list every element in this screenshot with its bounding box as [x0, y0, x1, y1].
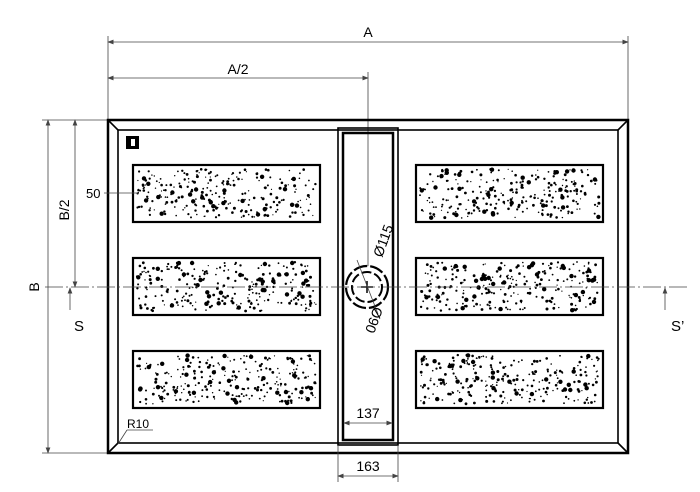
channel-inner-dimension: 137 — [343, 405, 393, 426]
drain-channel — [337, 127, 399, 446]
section-line: S S’ — [45, 286, 690, 335]
anti-slip-pad — [414, 256, 605, 317]
anti-slip-pad — [131, 163, 322, 224]
dimension-a-half: A/2 — [107, 61, 369, 290]
corner-radius-label: R10 — [127, 417, 149, 431]
anti-slip-pad — [414, 163, 605, 224]
dimension-a-half-label: A/2 — [227, 61, 248, 77]
drain: Ø115 Ø90 — [344, 222, 396, 336]
drain-inner-diameter: Ø90 — [362, 305, 386, 336]
section-label-right: S’ — [671, 318, 684, 335]
dimension-b-half: B/2 — [56, 119, 78, 288]
dimension-b-half-label: B/2 — [56, 199, 72, 220]
channel-inner-width-label: 137 — [356, 405, 380, 421]
pad-offset-dimension: 50 — [86, 186, 138, 201]
anti-slip-pad — [131, 256, 322, 317]
dimension-a-label: A — [363, 24, 373, 40]
channel-outer-width-label: 163 — [356, 458, 380, 474]
corner-radius-callout: R10 — [117, 417, 153, 445]
pad-offset-label: 50 — [86, 186, 100, 201]
tray-outline — [106, 118, 630, 455]
channel-outer-dimension: 163 — [337, 445, 399, 482]
anti-slip-pad — [131, 349, 322, 410]
dimension-b: B — [26, 119, 108, 454]
section-label-left: S — [74, 318, 84, 335]
dimension-b-label: B — [26, 282, 42, 291]
anti-slip-pads — [131, 163, 605, 410]
anti-slip-pad — [414, 349, 605, 410]
